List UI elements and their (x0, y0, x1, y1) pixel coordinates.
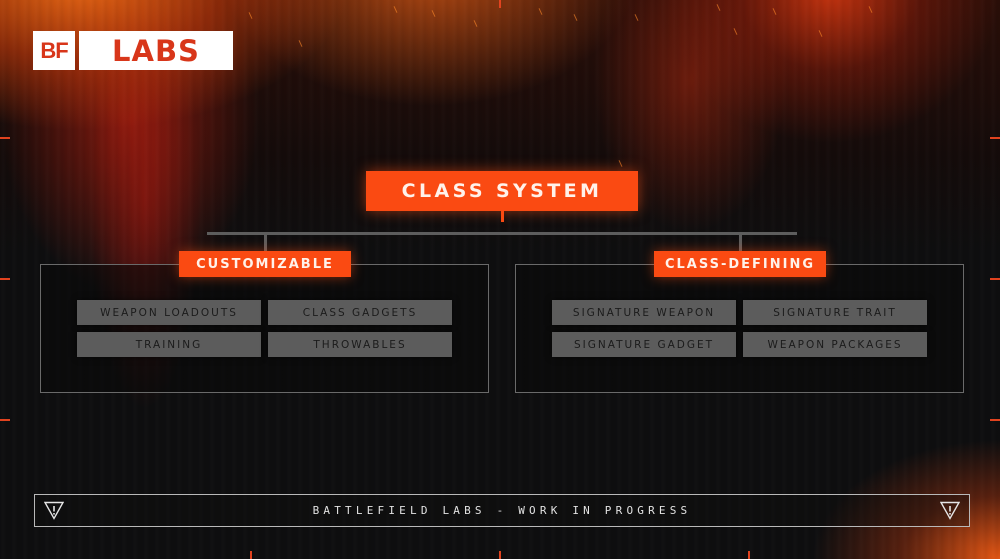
edge-tick (990, 419, 1000, 421)
chip-signature-weapon: SIGNATURE WEAPON (552, 300, 736, 325)
footer-banner: BATTLEFIELD LABS - WORK IN PROGRESS (34, 494, 970, 527)
chip-signature-trait: SIGNATURE TRAIT (743, 300, 927, 325)
edge-tick (0, 278, 10, 280)
logo-prefix: BF (33, 31, 75, 70)
edge-tick (499, 551, 501, 559)
class-defining-panel (515, 264, 964, 393)
chip-weapon-packages: WEAPON PACKAGES (743, 332, 927, 357)
chip-throwables: THROWABLES (268, 332, 452, 357)
tree-connector-horizontal (207, 232, 797, 235)
chip-weapon-loadouts: WEAPON LOADOUTS (77, 300, 261, 325)
edge-tick (990, 278, 1000, 280)
customizable-label: CUSTOMIZABLE (179, 251, 351, 277)
chip-training: TRAINING (77, 332, 261, 357)
tree-connector-left (264, 234, 267, 252)
class-system-title: CLASS SYSTEM (366, 171, 638, 211)
edge-tick (748, 551, 750, 559)
logo-name: LABS (79, 31, 233, 70)
edge-tick (0, 137, 10, 139)
footer-text: BATTLEFIELD LABS - WORK IN PROGRESS (312, 504, 692, 517)
edge-tick (0, 419, 10, 421)
class-defining-label: CLASS-DEFINING (654, 251, 826, 277)
edge-tick (499, 0, 501, 8)
chip-signature-gadget: SIGNATURE GADGET (552, 332, 736, 357)
chip-class-gadgets: CLASS GADGETS (268, 300, 452, 325)
edge-tick (250, 551, 252, 559)
edge-tick (990, 137, 1000, 139)
tree-connector-right (739, 234, 742, 252)
warning-triangle-icon (44, 501, 64, 520)
title-connector (501, 211, 504, 222)
warning-triangle-icon (940, 501, 960, 520)
bf-labs-logo: BF LABS (33, 31, 233, 70)
customizable-panel (40, 264, 489, 393)
